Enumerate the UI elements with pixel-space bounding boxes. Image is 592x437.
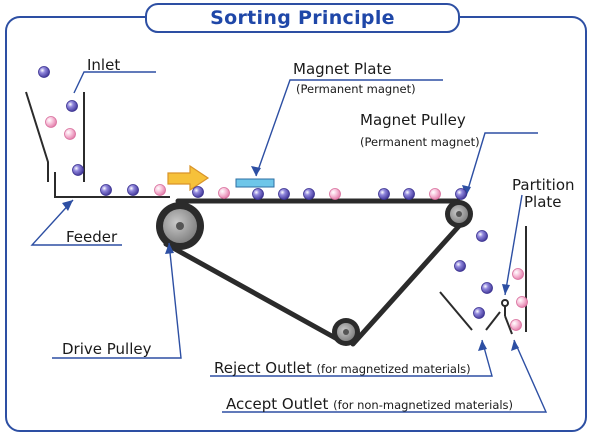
magnetic-particle: [38, 66, 50, 78]
magnetic-particle: [127, 184, 139, 196]
magnetic-particle: [252, 188, 264, 200]
tension-pulley-wheel: [332, 318, 360, 346]
drive-pulley-wheel: [156, 202, 204, 250]
leader-lines: [30, 71, 548, 413]
non-magnetic-particle: [510, 319, 522, 331]
magnetic-particle: [378, 188, 390, 200]
magnet-pulley-wheel: [445, 200, 473, 228]
leader-arrowheads: [62, 166, 519, 351]
label-drive-pulley: Drive Pulley: [62, 340, 152, 358]
label-partition-plate-line2: Plate: [524, 193, 562, 211]
inlet-hopper: [25, 91, 85, 182]
label-partition-plate-line1: Partition: [512, 176, 575, 194]
magnetic-particle: [403, 188, 415, 200]
magnetic-particle: [481, 282, 493, 294]
magnetic-particle: [66, 100, 78, 112]
label-feeder: Feeder: [66, 228, 118, 246]
reject-outlet-note: (for magnetized materials): [316, 362, 471, 376]
non-magnetic-particle: [512, 268, 524, 280]
flow-arrow-icon: [167, 164, 210, 192]
accept-outlet-text: Accept Outlet: [226, 395, 329, 413]
non-magnetic-particle: [516, 296, 528, 308]
non-magnetic-particle: [429, 188, 441, 200]
magnet-plate-bar: [235, 178, 275, 188]
magnetic-particle: [473, 307, 485, 319]
label-magnet-plate-sub: (Permanent magnet): [296, 82, 416, 96]
label-magnet-pulley: Magnet Pulley: [360, 111, 466, 129]
non-magnetic-particle: [154, 184, 166, 196]
magnetic-particle: [476, 230, 488, 242]
title-box: [145, 3, 460, 33]
non-magnetic-particle: [329, 188, 341, 200]
non-magnetic-particle: [64, 128, 76, 140]
feeder-tray: [54, 172, 170, 198]
accept-outlet-note: (for non-magnetized materials): [333, 398, 514, 412]
magnetic-particle: [72, 164, 84, 176]
non-magnetic-particle: [45, 116, 57, 128]
conveyor-belt: [163, 198, 462, 347]
magnetic-particle: [303, 188, 315, 200]
particles: [38, 66, 528, 331]
magnetic-particle: [278, 188, 290, 200]
label-reject-outlet: Reject Outlet (for magnetized materials): [214, 361, 471, 376]
reject-outlet-chute: [439, 291, 501, 331]
magnetic-particle: [192, 186, 204, 198]
page-title: Sorting Principle: [210, 7, 395, 29]
partition-plate: [501, 299, 513, 335]
non-magnetic-particle: [218, 187, 230, 199]
magnetic-particle: [100, 184, 112, 196]
label-accept-outlet: Accept Outlet (for non-magnetized materi…: [226, 397, 513, 412]
magnetic-particle: [454, 260, 466, 272]
reject-outlet-text: Reject Outlet: [214, 359, 312, 377]
magnetic-particle: [455, 188, 467, 200]
label-inlet: Inlet: [87, 56, 121, 74]
label-magnet-plate: Magnet Plate: [293, 60, 392, 78]
label-magnet-pulley-sub: (Permanent magnet): [360, 135, 480, 149]
